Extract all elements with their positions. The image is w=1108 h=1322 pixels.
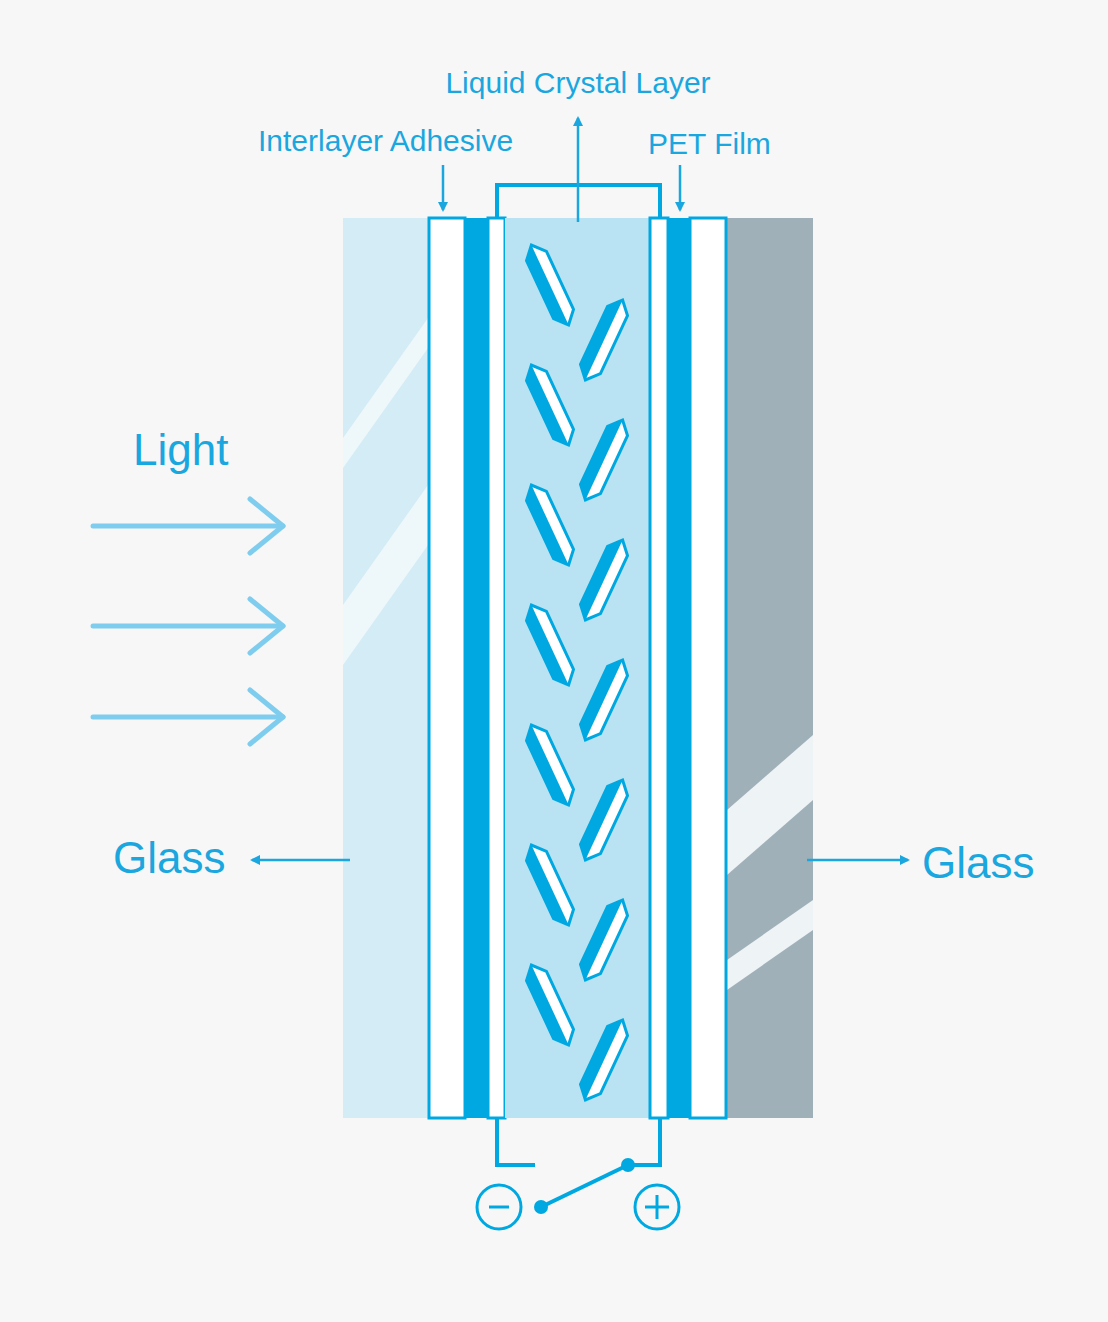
glass-reflection [727,735,813,875]
glass-reflection [343,318,428,468]
left-glass-pane [343,218,428,1118]
crystal-molecule [575,775,632,864]
switch-contact [534,1200,548,1214]
light-arrow [93,499,283,744]
crystal-molecule [521,720,578,809]
glass-label: Glass [113,836,225,880]
glass-reflection [343,485,428,665]
crystal-molecule [521,960,578,1049]
circuit-wire [497,185,660,1207]
switch-contact [621,1158,635,1172]
glass-label: Glass [922,841,1034,885]
crystal-molecule [575,415,632,504]
crystal-molecule [575,655,632,744]
pet-film [668,218,690,1118]
crystal-molecule [521,480,578,569]
liquid-crystal-layer [505,218,650,1118]
interlayer-adhesive [690,218,726,1118]
crystal-molecule [521,360,578,449]
crystal-molecule [521,600,578,689]
crystal-molecule [575,535,632,624]
right-glass-pane [727,218,813,1118]
crystal-molecule [521,840,578,929]
conductive-layer [488,218,505,1118]
layer-label: Liquid Crystal Layer [445,68,710,98]
layer-label: PET Film [648,129,771,159]
crystal-molecule [575,895,632,984]
interlayer-adhesive [429,218,465,1118]
glass-reflection [727,900,813,990]
crystal-molecule [521,240,578,329]
crystal-molecule [575,295,632,384]
light-label: Light [133,428,228,472]
terminal-symbol [477,1185,679,1229]
leader-arrow [252,118,908,860]
conductive-layer [650,218,668,1118]
layer-label: Interlayer Adhesive [258,126,513,156]
crystal-molecule [575,1015,632,1104]
pet-film [465,218,488,1118]
liquid-crystal-molecules [521,240,632,1104]
